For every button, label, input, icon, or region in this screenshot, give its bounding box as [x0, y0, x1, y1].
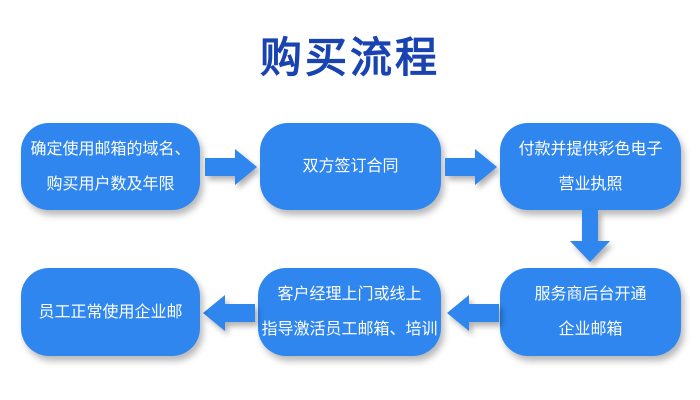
step-text-line: 指导激活员工邮箱、培训 — [261, 321, 438, 338]
step-text-line: 员工正常使用企业邮 — [38, 303, 183, 321]
step-text-line: 购买用户数及年限 — [46, 175, 175, 193]
step-text-line: 双方签订合同 — [302, 158, 399, 175]
step-text-line: 客户经理上门或线上 — [277, 286, 422, 303]
step-text-line: 付款并提供彩色电子 — [518, 140, 663, 158]
step-box-confirm-domain: 确定使用邮箱的域名、 购买用户数及年限 — [21, 123, 200, 210]
step-box-payment-license: 付款并提供彩色电子 营业执照 — [500, 123, 681, 210]
step-text-line: 企业邮箱 — [558, 321, 623, 338]
arrow-right-icon — [445, 149, 497, 185]
step-box-normal-use: 员工正常使用企业邮 — [21, 268, 200, 356]
page-title: 购买流程 — [259, 34, 440, 81]
arrow-left-icon — [447, 295, 499, 331]
arrow-down-icon — [570, 210, 610, 262]
step-text-line: 确定使用邮箱的域名、 — [30, 140, 191, 158]
step-box-provider-setup: 服务商后台开通 企业邮箱 — [500, 268, 681, 356]
step-box-sign-contract: 双方签订合同 — [260, 123, 441, 210]
step-text-line: 营业执照 — [558, 175, 623, 193]
arrow-right-icon — [205, 149, 257, 185]
step-text-line: 服务商后台开通 — [534, 286, 647, 303]
arrow-left-icon — [203, 295, 255, 331]
step-box-manager-training: 客户经理上门或线上 指导激活员工邮箱、培训 — [258, 268, 441, 356]
